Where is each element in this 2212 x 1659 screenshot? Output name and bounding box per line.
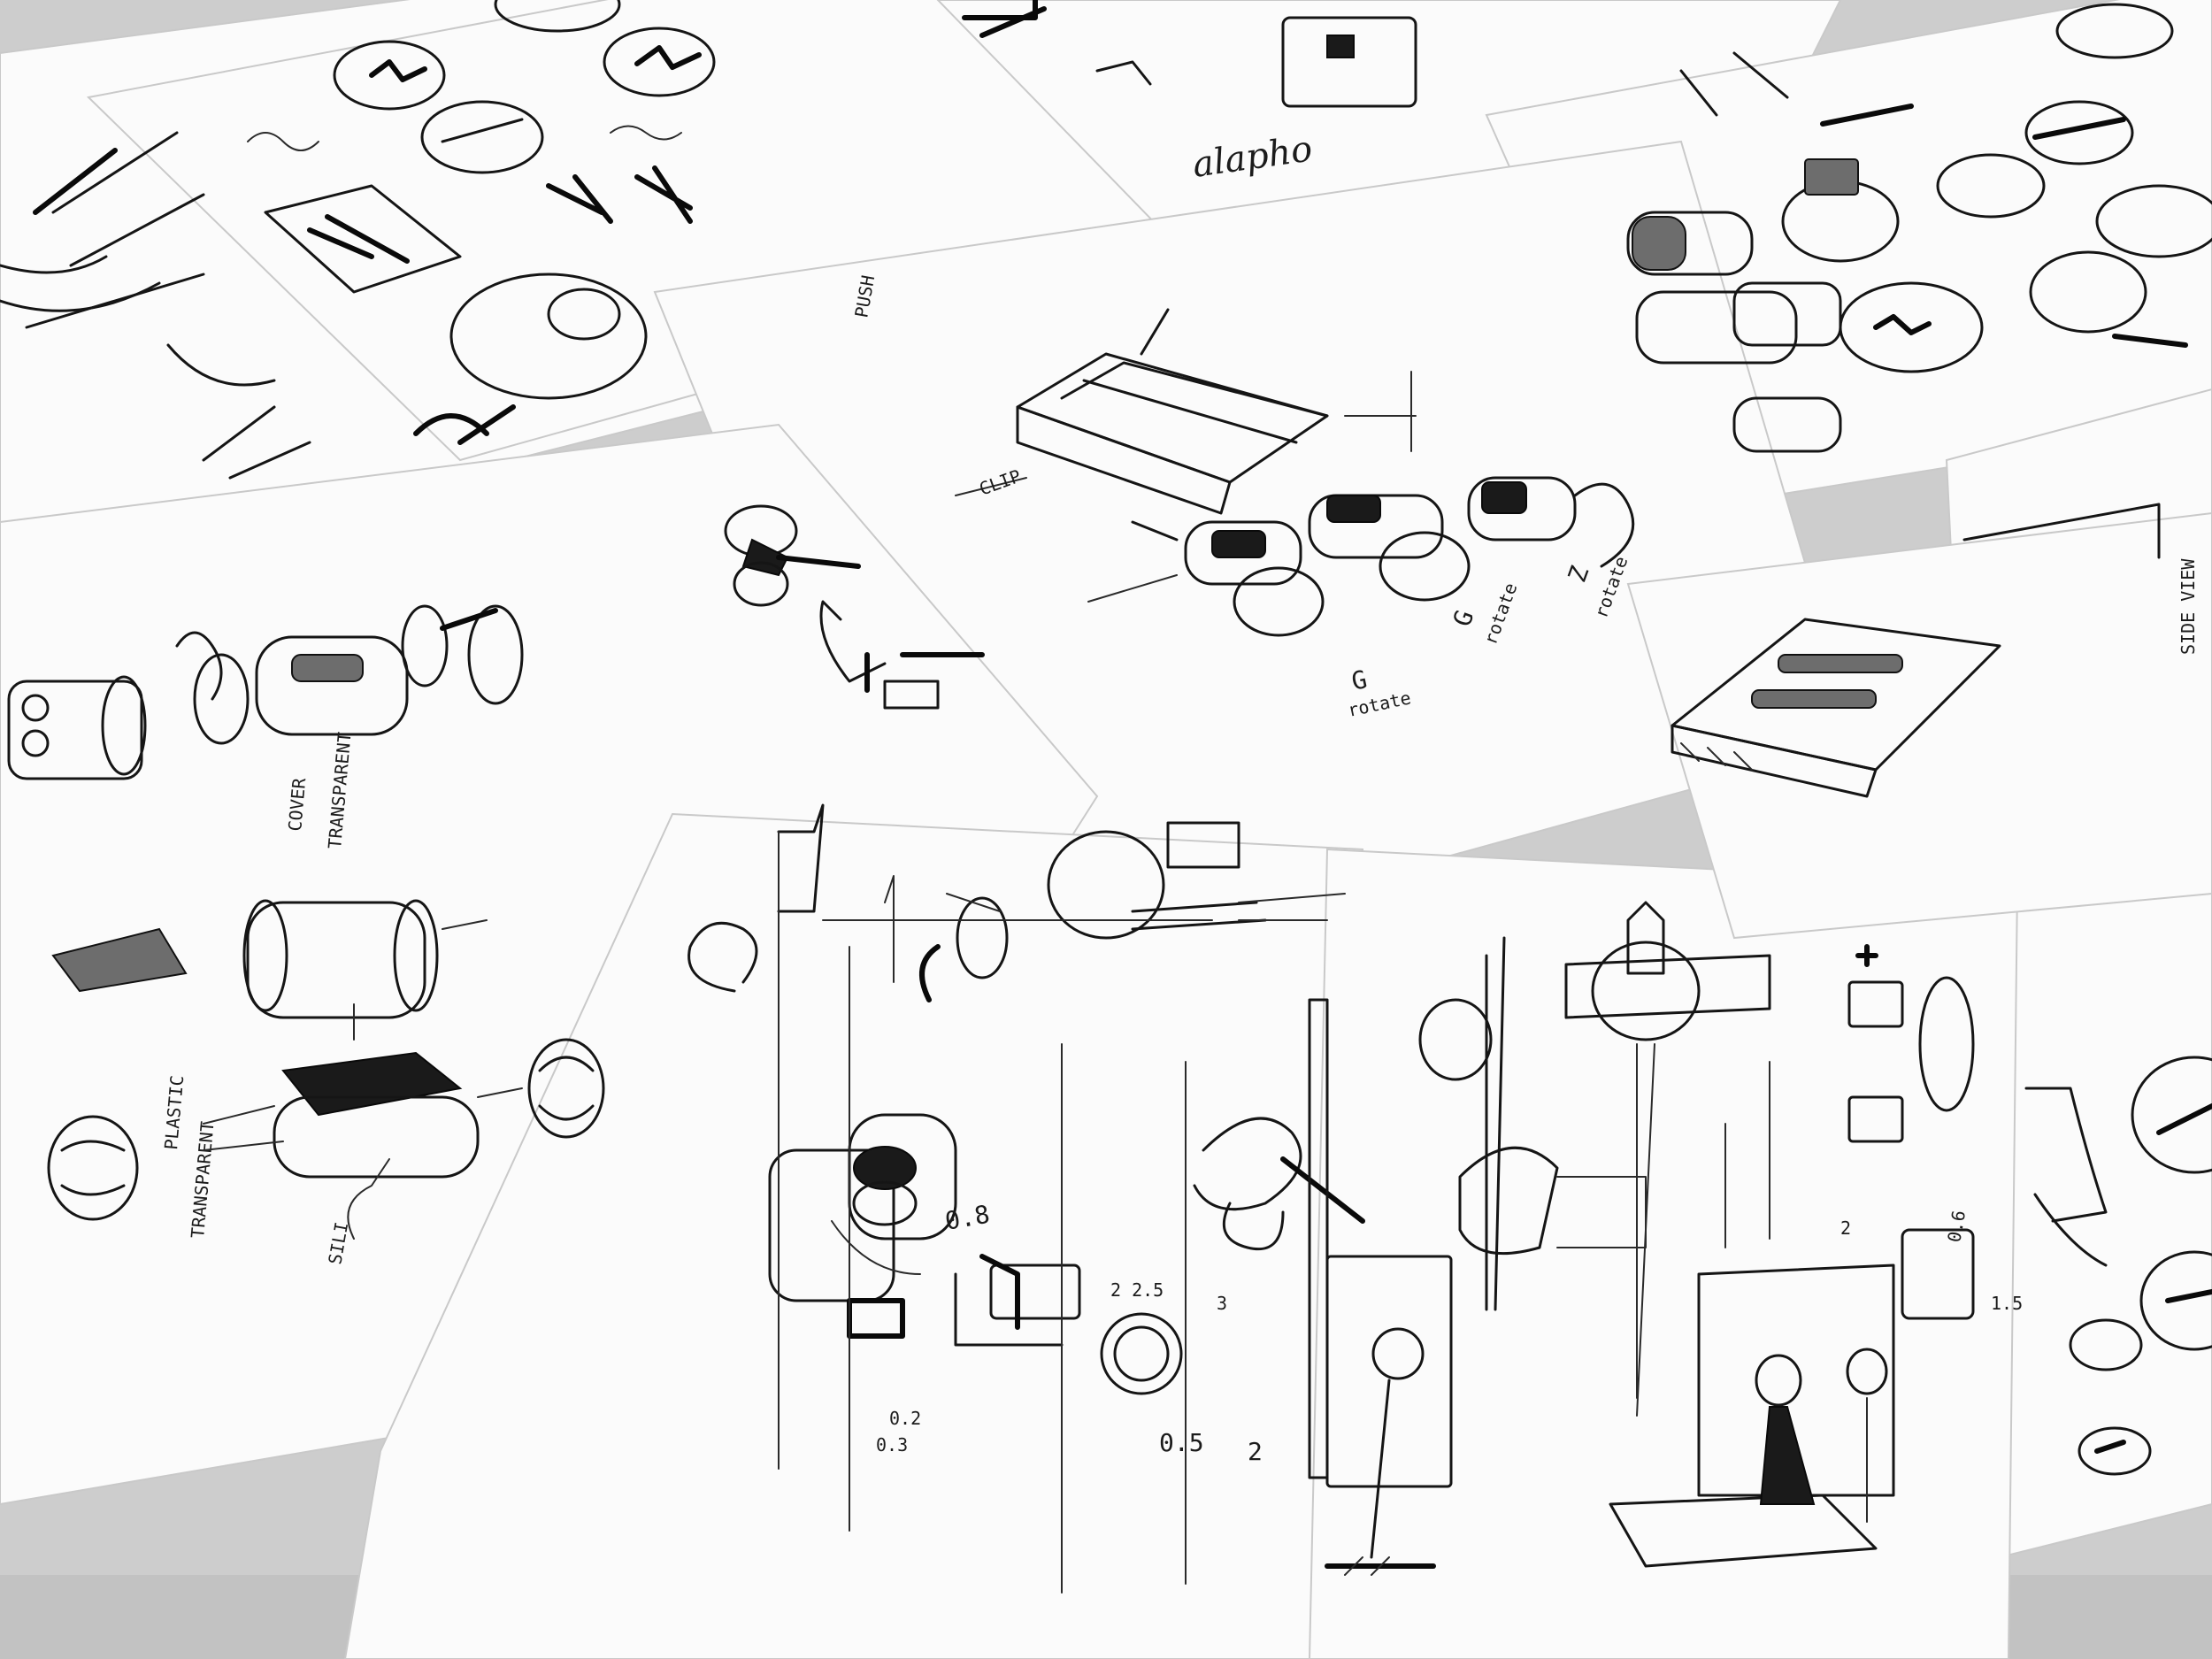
sketch-group-tray: SIDE VIEW: [1671, 503, 2199, 798]
sketch-group-right: [1626, 3, 2212, 453]
note-rotate-g1: G: [1349, 664, 1370, 696]
sketch-group-top-left: [0, 0, 716, 480]
sketch-group-bottom-right: 2 0.6 1.5: [1325, 901, 2023, 1576]
note-dim-z: 2: [1840, 1217, 1851, 1239]
sheet-bottom-center: [343, 812, 1382, 1659]
note-side-view: SIDE VIEW: [2177, 558, 2199, 655]
note-dim-225: 2 2.5: [1110, 1279, 1164, 1301]
note-dim-3: 3: [1217, 1293, 1227, 1314]
note-dim-05: 0.5: [1159, 1428, 1204, 1457]
note-cover: COVER: [284, 776, 310, 832]
note-dim-03: 0.3: [876, 1434, 908, 1455]
sketch-group-far-right: [2024, 1056, 2212, 1476]
note-dim-15: 1.5: [1991, 1293, 2023, 1314]
note-dim-02: 0.2: [889, 1408, 921, 1429]
note-dim-2: 2: [1248, 1437, 1263, 1466]
